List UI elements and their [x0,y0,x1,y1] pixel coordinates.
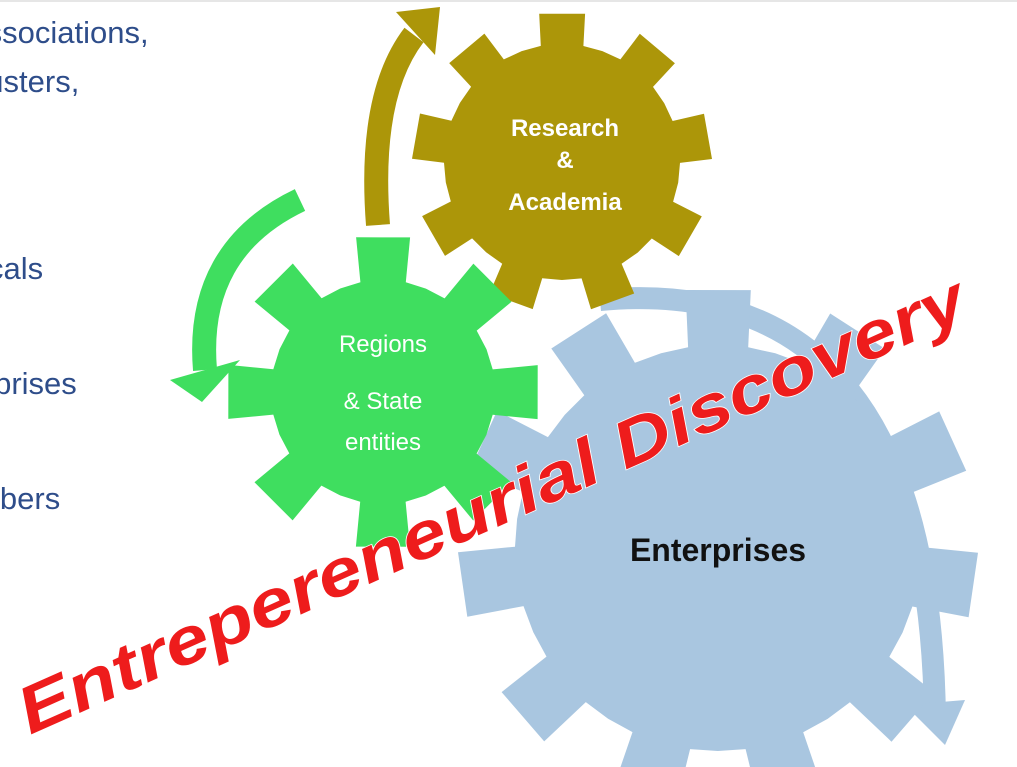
bullet-line: Members [0,483,129,514]
regions-gear-label-3: entities [345,429,421,456]
research-gear-label-3: Academia [508,189,622,216]
regions-gear: Regions & State entities [228,237,538,547]
research-gear-label-2: & [556,147,573,174]
bullet-text: Verticals [0,251,44,286]
bullet-text: Members [0,481,61,516]
regions-cycle-arrow [170,189,306,402]
bullet-line: Enterprises [0,368,157,399]
research-cycle-arrow [364,7,440,226]
research-gear-label-1: Research [511,115,619,142]
bullet-line: Clusters, [0,66,122,97]
bullet-text: Associations, [0,15,149,50]
research-gear: Research & Academia [412,13,712,310]
enterprises-gear-label: Enterprises [630,532,806,568]
enterprises-gear: Enterprises [458,290,978,767]
bullet-line: Associations, [0,17,183,48]
bullet-line: Verticals [0,253,117,284]
regions-gear-label-1: Regions [339,331,427,358]
bullet-text: Enterprises [0,366,77,401]
bullet-text: Clusters, [0,64,80,99]
regions-gear-label-2: & State [344,388,423,415]
top-divider [0,0,1017,2]
